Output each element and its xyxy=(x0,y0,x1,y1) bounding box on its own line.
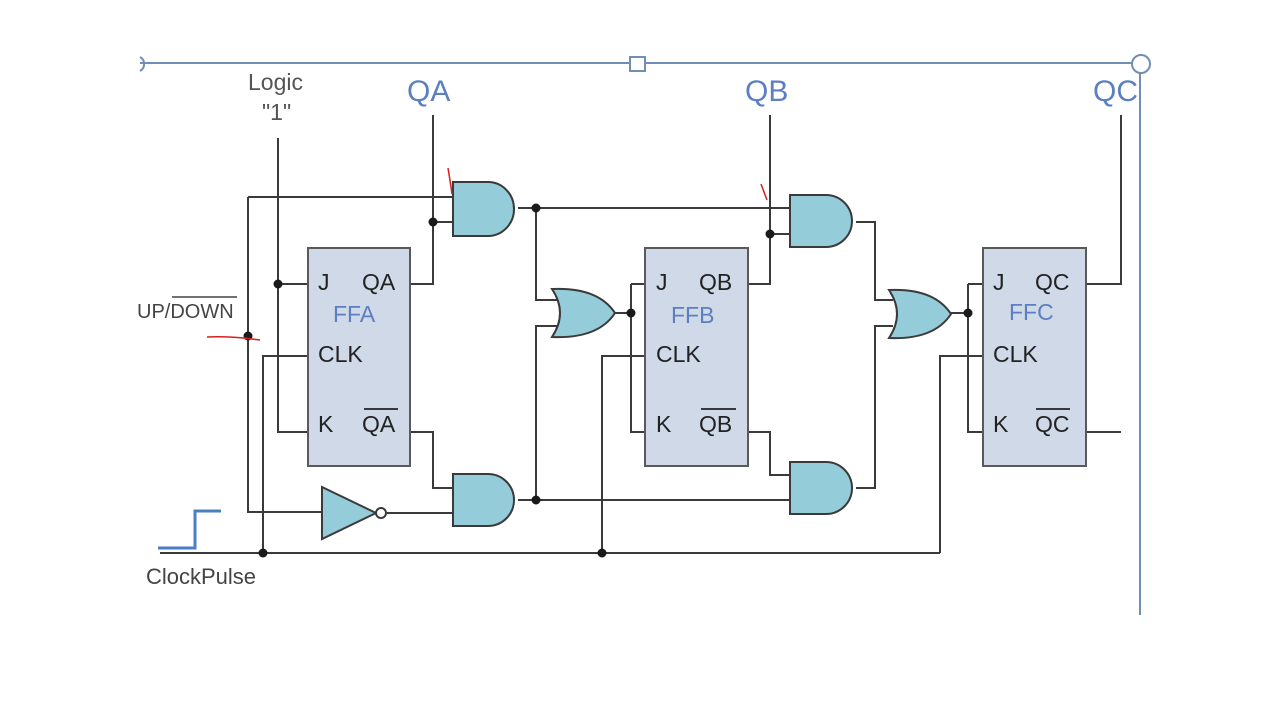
ffa-name: FFA xyxy=(333,301,376,327)
and-gate-b-lower xyxy=(789,461,853,515)
red-annotation-marks xyxy=(206,167,768,341)
up-label: UP/ xyxy=(137,301,171,323)
qb-output-label: QB xyxy=(745,75,788,108)
or-gate-b xyxy=(887,288,953,340)
ffa-clk-pin: CLK xyxy=(318,341,363,367)
up-down-label: UP/DOWN xyxy=(137,296,237,323)
ffa-k-pin: K xyxy=(318,411,334,437)
flip-flop-ffb: J QB FFB CLK K QB xyxy=(644,247,749,467)
ffb-qbar-pin: QB xyxy=(699,411,732,437)
ffb-name: FFB xyxy=(671,302,714,328)
ffc-clk-pin: CLK xyxy=(993,341,1038,367)
and-gate-a-lower xyxy=(452,473,515,527)
ffb-j-pin: J xyxy=(656,269,668,295)
ffc-qbar-pin: QC xyxy=(1035,411,1070,437)
ffa-qbar-pin: QA xyxy=(362,411,396,437)
logic-label-line2: "1" xyxy=(262,99,291,125)
ffc-q-pin: QC xyxy=(1035,269,1070,295)
qc-output-label: QC xyxy=(1093,75,1138,108)
and-gate-b-upper xyxy=(789,194,853,248)
flip-flop-ffa: J QA FFA CLK K QA xyxy=(307,247,411,467)
logic-label-line1: Logic xyxy=(248,69,303,95)
svg-text:UP/DOWN: UP/DOWN xyxy=(137,301,234,323)
junction-dots xyxy=(243,203,973,558)
ffc-k-pin: K xyxy=(993,411,1009,437)
down-label: DOWN xyxy=(170,301,233,323)
clock-pulse-label: ClockPulse xyxy=(146,564,256,589)
ffa-j-pin: J xyxy=(318,269,330,295)
inverter-gate xyxy=(321,485,387,541)
diagram-frame xyxy=(139,54,1151,615)
flip-flop-ffc: J QC FFC CLK K QC xyxy=(982,247,1087,467)
ffc-name: FFC xyxy=(1009,299,1054,325)
and-gate-a-upper xyxy=(452,181,515,237)
or-gate-a xyxy=(550,287,617,339)
ffb-clk-pin: CLK xyxy=(656,341,701,367)
qa-output-label: QA xyxy=(407,75,450,108)
wires xyxy=(160,115,1122,554)
ffa-q-pin: QA xyxy=(362,269,396,295)
ffb-k-pin: K xyxy=(656,411,672,437)
ffc-j-pin: J xyxy=(993,269,1005,295)
clock-pulse-icon xyxy=(158,509,221,550)
ffb-q-pin: QB xyxy=(699,269,732,295)
